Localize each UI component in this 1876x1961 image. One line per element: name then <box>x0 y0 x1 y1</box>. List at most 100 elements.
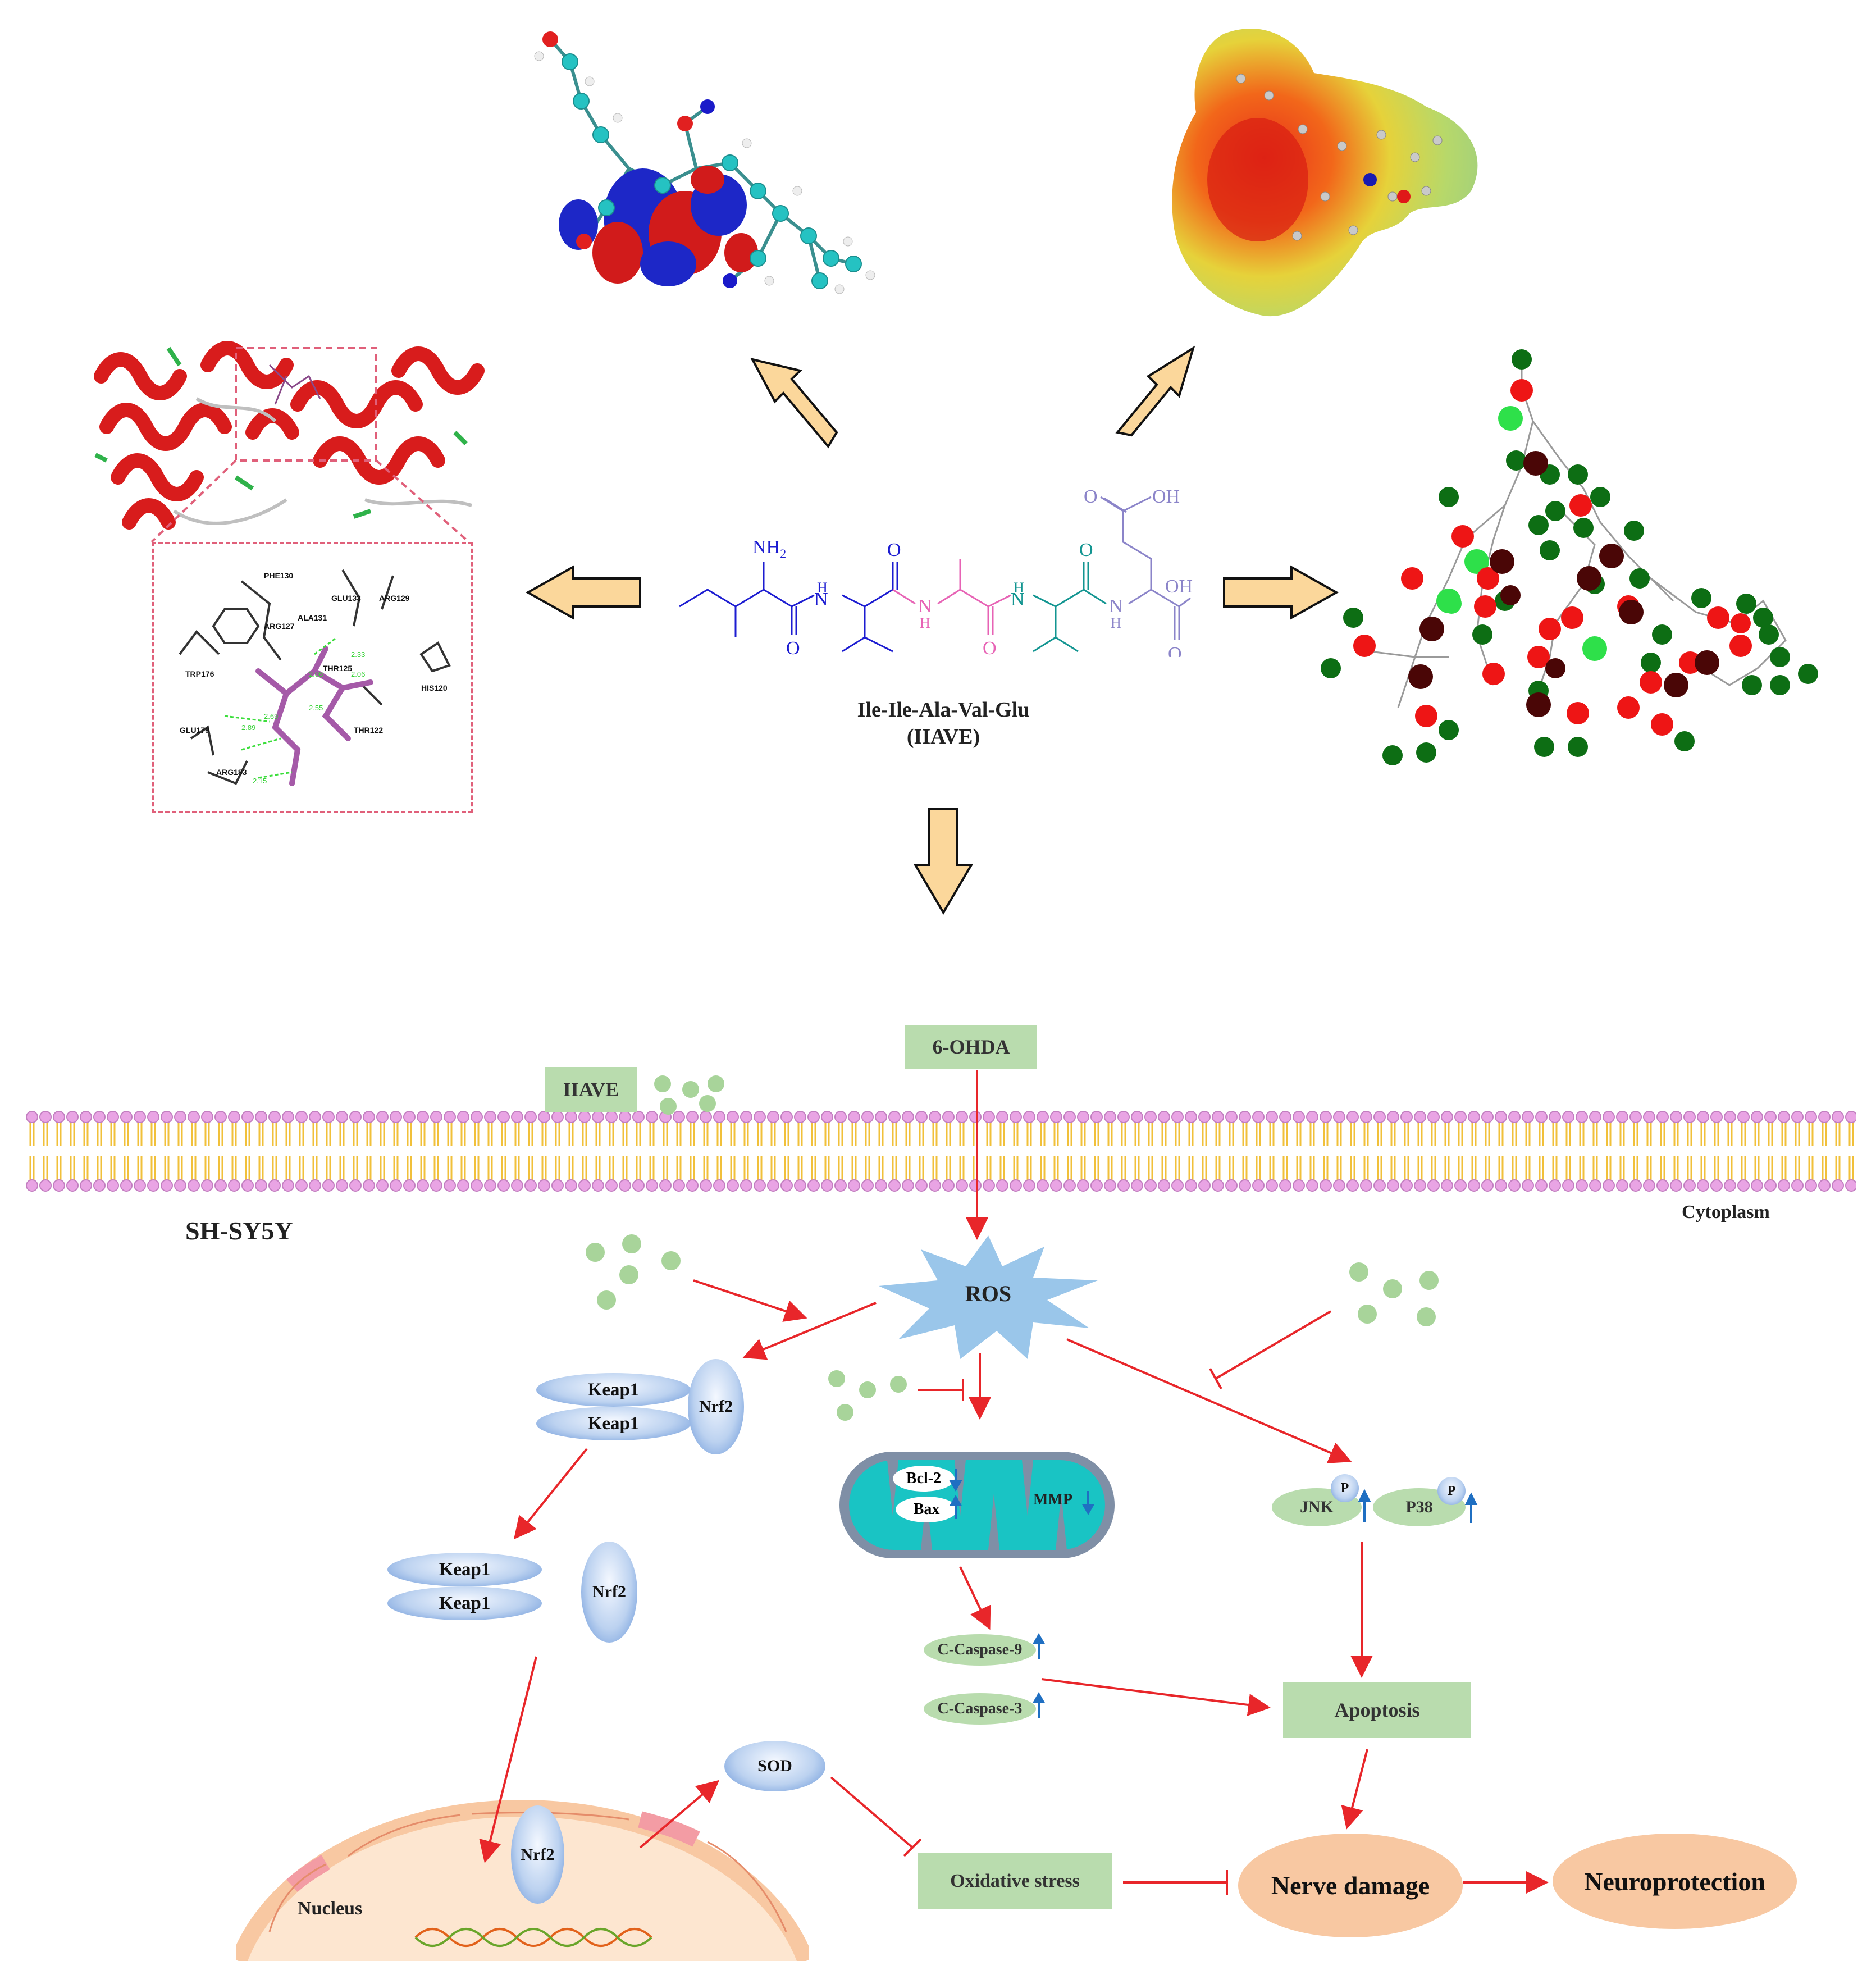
cytoplasm-label: Cytoplasm <box>1682 1202 1770 1223</box>
distance-label: 2.15 <box>253 777 267 785</box>
arrow-mito-to-caspase <box>959 1566 991 1630</box>
regulation-arrows <box>949 1469 1095 1519</box>
peptide-dots <box>828 1370 907 1421</box>
peptide-dots <box>1349 1262 1439 1326</box>
p38-ellipse: P38 <box>1373 1488 1466 1526</box>
bcl2-label: Bcl-2 <box>893 1466 955 1492</box>
ros-burst <box>879 1235 1098 1359</box>
up-arrow-icon <box>1464 1492 1478 1505</box>
protein-ribbon-structure <box>94 341 485 530</box>
arrow-to-homo <box>750 358 838 449</box>
peptide-atom-h: H <box>1111 615 1121 631</box>
mitochondrion <box>839 1452 1115 1558</box>
up-arrow-icon <box>949 1494 962 1506</box>
arrow-ros-to-jnk <box>1066 1338 1352 1463</box>
residue-label: HIS120 <box>421 683 448 692</box>
arrow-peptide-to-ros <box>693 1279 807 1322</box>
keap1-ellipse: Keap1 <box>536 1373 691 1407</box>
homo-orbital-model <box>534 31 875 294</box>
peptide-atom-oh: OH <box>1152 486 1180 507</box>
residue-label: THR122 <box>354 726 383 735</box>
residue-label: ARG129 <box>379 594 410 603</box>
distance-label: 2.55 <box>309 704 323 712</box>
neuroprotection-ellipse: Neuroprotection <box>1553 1834 1797 1929</box>
iiave-label-box: IIAVE <box>545 1067 637 1112</box>
method-arrows <box>525 345 1339 915</box>
docking-interactions: PHE130 GLU133 ARG129 ALA131 ARG127 THR12… <box>179 569 451 786</box>
peptide-atom-h: H <box>920 615 930 631</box>
up-arrow-icon <box>1032 1691 1046 1703</box>
arrow-keap1-dissociation <box>513 1448 588 1540</box>
zoom-connector <box>150 459 470 543</box>
arrow-apoptosis-to-nerve <box>1341 1749 1368 1830</box>
residue-label: GLU133 <box>331 594 361 603</box>
mmp-label: MMP <box>1033 1491 1072 1508</box>
down-arrow-icon <box>1081 1504 1095 1516</box>
phospho-circle: P <box>1437 1477 1466 1505</box>
peptide-abbreviation: (IIAVE) <box>906 725 980 749</box>
residue-label: TRP176 <box>185 669 214 678</box>
keap1-ellipse: Keap1 <box>387 1586 542 1620</box>
ros-label: ROS <box>965 1281 1012 1306</box>
residue-label: ALA131 <box>298 613 327 622</box>
peptide-atom-h: H <box>1014 580 1024 596</box>
residue-label: ARG183 <box>216 768 247 777</box>
arrow-ros-to-keap1 <box>742 1302 877 1360</box>
peptide-atom-o: O <box>887 540 901 560</box>
peptide-atom-o: O <box>1168 644 1182 657</box>
down-arrow-icon <box>949 1480 962 1492</box>
peptide-atom-n: N <box>918 596 932 617</box>
jnk-ellipse: JNK <box>1272 1488 1362 1526</box>
peptide-atom-nh2: NH2 <box>752 537 786 560</box>
peptide-full-name: Ile-Ile-Ala-Val-Glu <box>857 698 1030 722</box>
peptide-dots <box>586 1234 681 1310</box>
arrow-nrf2-translocation <box>479 1656 537 1863</box>
inhibit-oxidative-stress <box>830 1776 914 1849</box>
cell-membrane <box>25 1109 1856 1193</box>
arrow-to-charges <box>1223 565 1339 620</box>
arrow-to-pathway <box>913 808 974 915</box>
keap1-ellipse: Keap1 <box>536 1407 691 1440</box>
peptide-name: Ile-Ile-Ala-Val-Glu (IIAVE) <box>786 696 1101 750</box>
distance-label: 2.08 <box>309 670 323 678</box>
nrf2-ellipse: Nrf2 <box>581 1542 637 1643</box>
mep-surface-model <box>1172 28 1478 317</box>
distance-label: 2.89 <box>241 723 255 732</box>
bax-label: Bax <box>896 1497 957 1522</box>
peptide-skeletal-structure: NH2 N H O O N H O N H O N H O OH O OH <box>679 486 1193 657</box>
nerve-damage-ellipse: Nerve damage <box>1238 1834 1463 1937</box>
caspase-up-arrows <box>1032 1632 1046 1718</box>
residue-label: GLU179 <box>180 726 209 735</box>
peptide-atom-n: N <box>814 589 828 610</box>
arrow-to-mep <box>1115 345 1195 437</box>
peptide-atom-h: H <box>817 580 828 596</box>
oxidative-stress-box: Oxidative stress <box>918 1853 1112 1909</box>
peptide-atom-oh: OH <box>1165 576 1193 597</box>
peptide-atom-o: O <box>1084 486 1098 507</box>
iiave-dots <box>654 1075 724 1115</box>
keap1-ellipse: Keap1 <box>387 1553 542 1586</box>
phospho-up-arrows <box>1358 1489 1478 1523</box>
arrow-caspase-to-apoptosis <box>1041 1678 1271 1716</box>
peptide-atom-o: O <box>1079 540 1093 560</box>
residue-label: PHE130 <box>264 571 293 580</box>
residue-label: THR125 <box>323 664 352 673</box>
up-arrow-icon <box>1358 1489 1371 1502</box>
distance-label: 2.06 <box>351 670 365 678</box>
atomic-charge-graph <box>1321 349 1818 765</box>
cell-line-label: SH-SY5Y <box>185 1216 293 1245</box>
peptide-atom-o: O <box>983 638 997 657</box>
nrf2-ellipse: Nrf2 <box>688 1359 744 1454</box>
nucleus-label: Nucleus <box>298 1898 363 1919</box>
peptide-atom-n: N <box>1011 589 1025 610</box>
ohda-label-box: 6-OHDA <box>905 1025 1037 1069</box>
distance-label: 2.33 <box>351 650 365 659</box>
peptide-atom-o: O <box>786 638 800 657</box>
docking-detail-panel <box>152 542 473 813</box>
peptide-atom-n: N <box>1109 596 1123 617</box>
arrow-to-docking <box>525 565 641 620</box>
caspase9-ellipse: C-Caspase-9 <box>924 1634 1036 1666</box>
residue-label: ARG127 <box>264 622 295 631</box>
